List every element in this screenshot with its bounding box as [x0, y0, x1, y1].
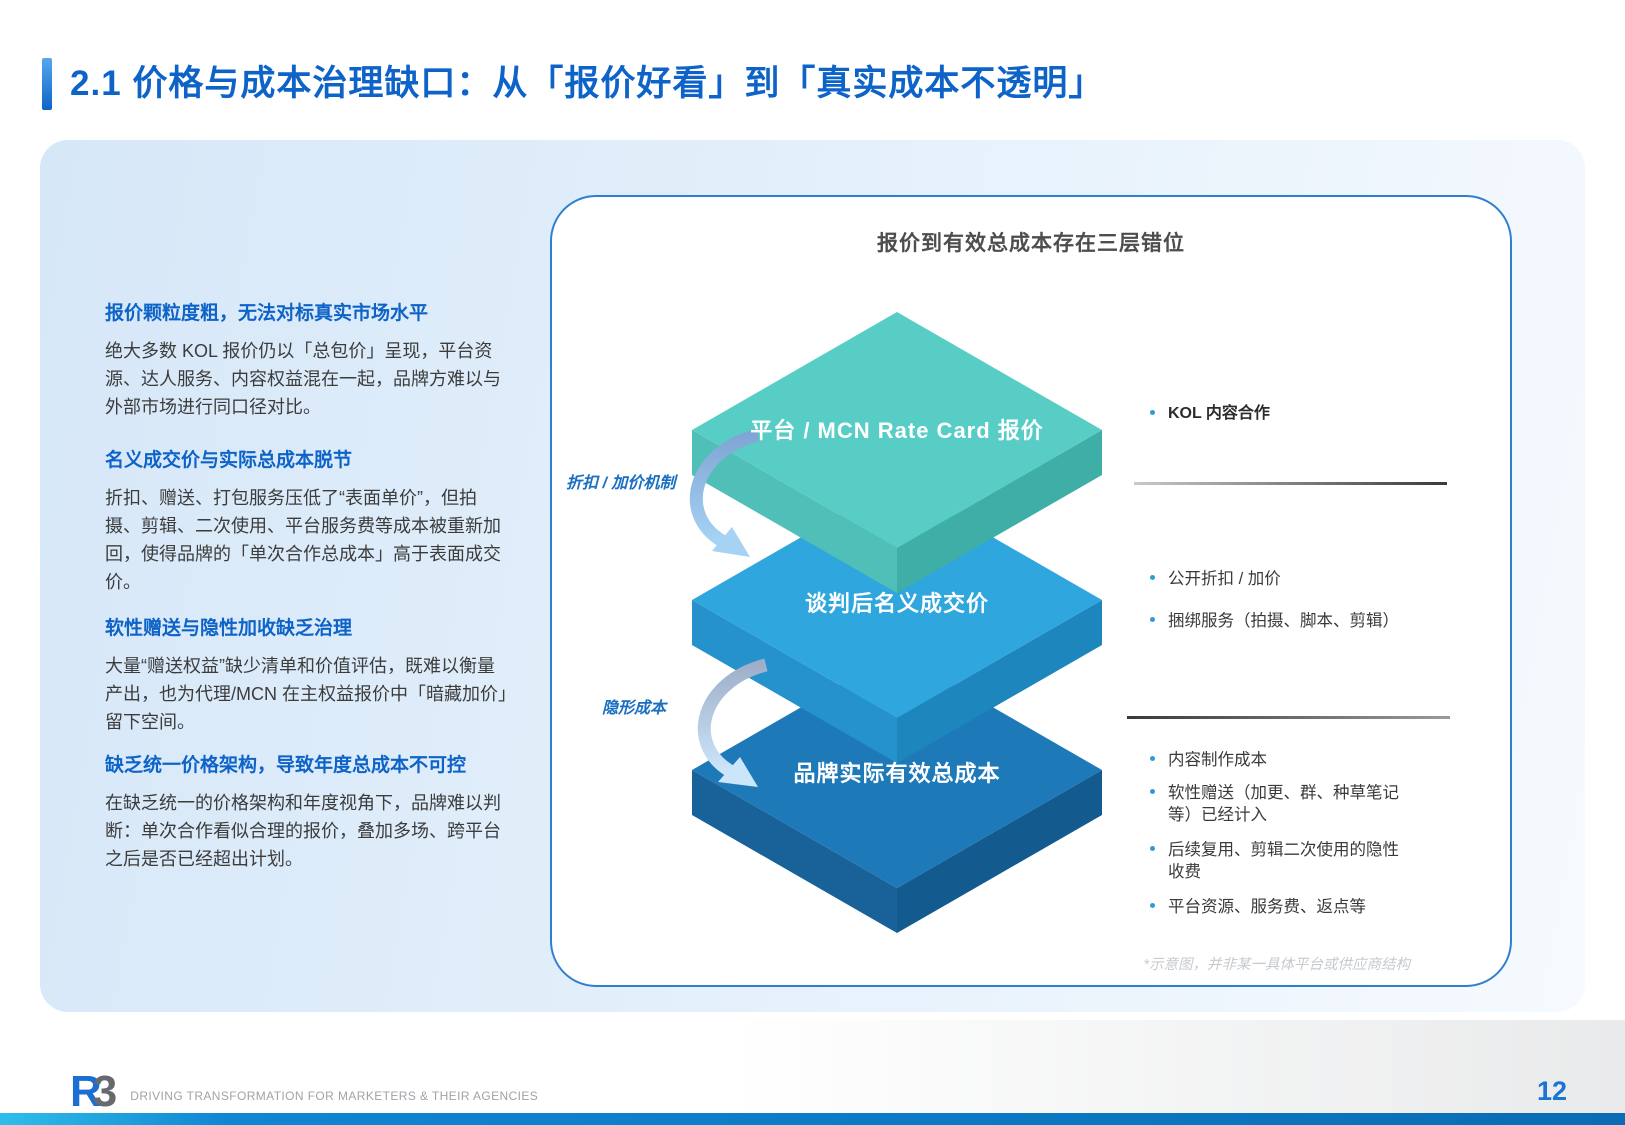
- bullet-text: 软性赠送（加更、群、种草笔记等）已经计入: [1168, 784, 1399, 825]
- title-accent-bar: [42, 58, 52, 110]
- block-heading: 软性赠送与隐性加收缺乏治理: [105, 618, 353, 639]
- curved-arrow-hidden-cost-icon: [697, 658, 768, 787]
- block-body: 大量“赠送权益”缺少清单和价值评估，既难以衡量产出，也为代理/MCN 在主权益报…: [105, 656, 507, 732]
- curved-arrow-discount-mechanism-icon: [689, 428, 760, 557]
- list-item: 公开折扣 / 加价: [1142, 568, 1410, 590]
- divider-line: [1134, 482, 1447, 485]
- logo-digit-3: 3: [92, 1067, 118, 1116]
- layer-brand-total-cost-shape: [692, 652, 1102, 933]
- layer-label-brand-total-cost: 品牌实际有效总成本: [793, 761, 1001, 786]
- bottom-accent-bar: [0, 1113, 1625, 1125]
- bullet-text: 平台资源、服务费、返点等: [1168, 898, 1366, 916]
- bullet-dot-icon: [1150, 789, 1155, 794]
- layer-label-rate-card: 平台 / MCN Rate Card 报价: [750, 418, 1044, 443]
- footer-caption: DRIVING TRANSFORMATION FOR MARKETERS & T…: [130, 1089, 539, 1103]
- footer-brand: R3 DRIVING TRANSFORMATION FOR MARKETERS …: [70, 1070, 539, 1114]
- bullet-text: 内容制作成本: [1168, 751, 1267, 769]
- text-block-soft-giveaways: 软性赠送与隐性加收缺乏治理 大量“赠送权益”缺少清单和价值评估，既难以衡量产出，…: [105, 613, 510, 737]
- block-body: 绝大多数 KOL 报价仍以「总包价」呈现，平台资源、达人服务、内容权益混在一起，…: [105, 341, 501, 417]
- arrow-label-discount-mechanism: 折扣 / 加价机制: [566, 475, 676, 492]
- footer-strip: [0, 1020, 1625, 1113]
- text-block-no-unified-pricing: 缺乏统一价格架构，导致年度总成本不可控 在缺乏统一的价格架构和年度视角下，品牌难…: [105, 750, 510, 874]
- list-item: 内容制作成本: [1142, 749, 1410, 771]
- block-heading: 名义成交价与实际总成本脱节: [105, 450, 353, 471]
- bullet-dot-icon: [1150, 903, 1155, 908]
- block-body: 折扣、赠送、打包服务压低了“表面单价”，但拍摄、剪辑、二次使用、平台服务费等成本…: [105, 488, 501, 592]
- arrow-label-hidden-cost: 隐形成本: [602, 700, 667, 717]
- layer-nominal-price-shape: [692, 482, 1102, 763]
- list-item: 捆绑服务（拍摄、脚本、剪辑）: [1142, 610, 1410, 632]
- bullet-dot-icon: [1150, 846, 1155, 851]
- bullet-dot-icon: [1150, 575, 1155, 580]
- list-item: KOL 内容合作: [1142, 403, 1410, 425]
- bullet-text: 公开折扣 / 加价: [1168, 570, 1281, 588]
- slide-header: 2.1 价格与成本治理缺口：从「报价好看」到「真实成本不透明」: [42, 58, 1104, 110]
- page-title: 2.1 价格与成本治理缺口：从「报价好看」到「真实成本不透明」: [70, 64, 1105, 103]
- diagram-footnote: *示意图，并非某一具体平台或供应商结构: [1143, 957, 1410, 973]
- logo-letter-r: R: [70, 1067, 102, 1116]
- block-body: 在缺乏统一的价格架构和年度视角下，品牌难以判断：单次合作看似合理的报价，叠加多场…: [105, 793, 501, 869]
- list-item: 平台资源、服务费、返点等: [1142, 896, 1410, 918]
- bullet-text: 捆绑服务（拍摄、脚本、剪辑）: [1168, 612, 1399, 630]
- bullet-text: KOL 内容合作: [1168, 405, 1270, 422]
- divider-line: [1127, 716, 1450, 719]
- block-heading: 缺乏统一价格架构，导致年度总成本不可控: [105, 755, 467, 776]
- bullet-dot-icon: [1150, 617, 1155, 622]
- list-item: 软性赠送（加更、群、种草笔记等）已经计入: [1142, 782, 1410, 827]
- content-card: 报价颗粒度粗，无法对标真实市场水平 绝大多数 KOL 报价仍以「总包价」呈现，平…: [40, 140, 1585, 1012]
- bullet-dot-icon: [1150, 410, 1155, 415]
- bullet-text: 后续复用、剪辑二次使用的隐性收费: [1168, 841, 1399, 882]
- block-heading: 报价颗粒度粗，无法对标真实市场水平: [105, 303, 429, 324]
- page-number: 12: [1536, 1076, 1567, 1106]
- r3-logo: R3: [70, 1070, 118, 1114]
- isometric-layers-graphic: [689, 312, 1102, 933]
- diagram-panel: 报价到有效总成本存在三层错位: [550, 195, 1512, 987]
- layer-rate-card-shape: [692, 312, 1102, 593]
- bullet-dot-icon: [1150, 756, 1155, 761]
- list-item: 后续复用、剪辑二次使用的隐性收费: [1142, 839, 1410, 884]
- diagram-title: 报价到有效总成本存在三层错位: [877, 232, 1185, 255]
- text-block-nominal-price-gap: 名义成交价与实际总成本脱节 折扣、赠送、打包服务压低了“表面单价”，但拍摄、剪辑…: [105, 445, 510, 597]
- layer-label-nominal-price: 谈判后名义成交价: [804, 591, 989, 616]
- text-block-quote-granularity: 报价颗粒度粗，无法对标真实市场水平 绝大多数 KOL 报价仍以「总包价」呈现，平…: [105, 298, 510, 422]
